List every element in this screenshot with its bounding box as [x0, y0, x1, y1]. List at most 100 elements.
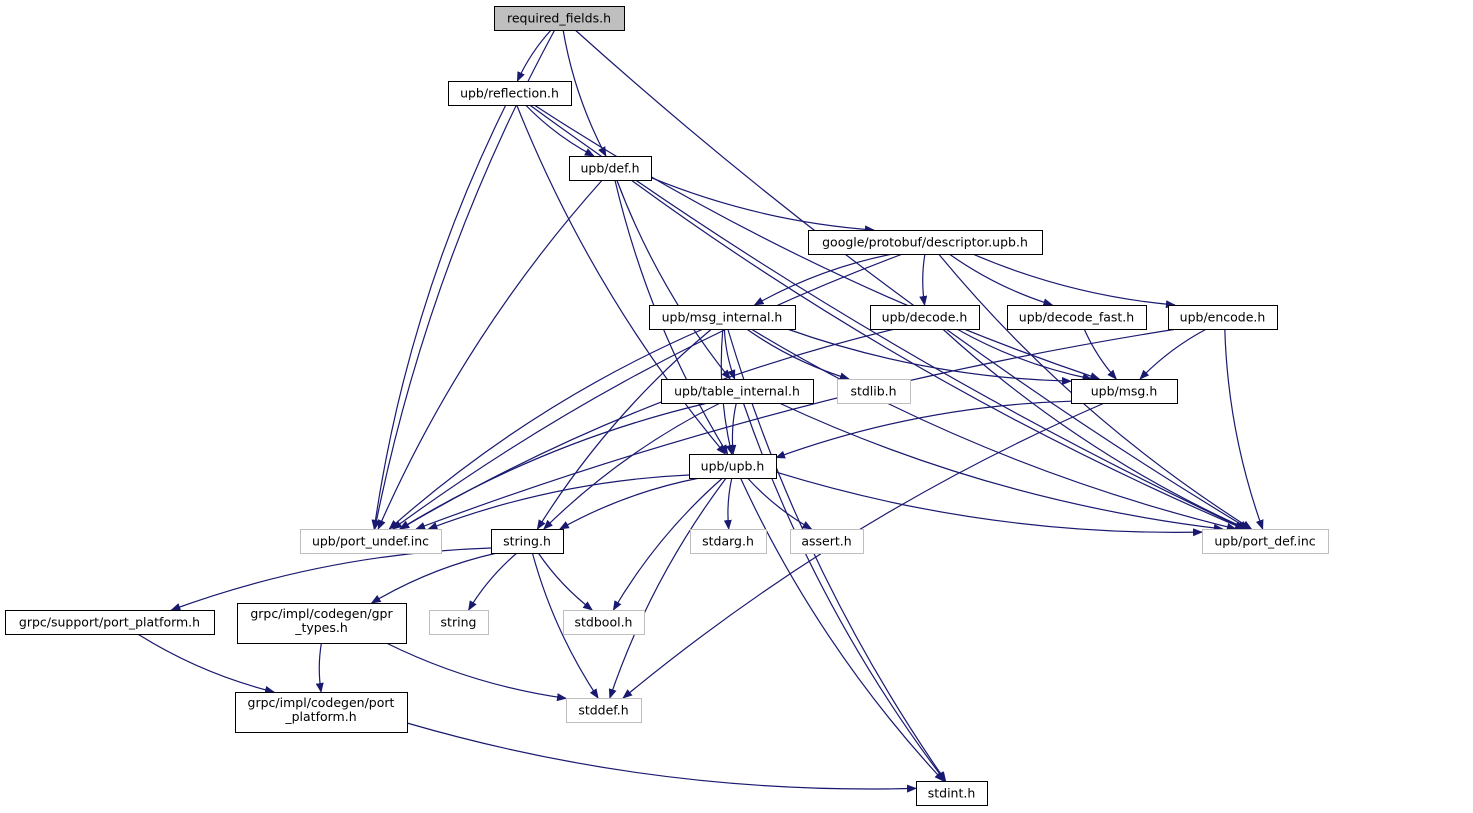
edge-string_h-to-string [468, 552, 518, 611]
edge-required_fields-to-port_def [574, 29, 1250, 530]
edge-decode-to-msg [956, 328, 1093, 382]
edge-def-to-descriptor [650, 177, 875, 234]
edge-table_internal-to-port_undef [398, 402, 708, 530]
edge-encode-to-msg [1139, 328, 1207, 380]
node-label: upb/upb.h [701, 459, 765, 474]
edge-upb-to-string_h [559, 477, 700, 530]
edge-upb-to-assert [747, 477, 813, 530]
edges-layer [137, 29, 1264, 793]
node-label: stdlib.h [850, 384, 896, 399]
node-label: upb/msg_internal.h [662, 310, 783, 325]
node-stdlib: stdlib.h [837, 379, 911, 404]
edge-msg_internal-to-table_internal [723, 328, 736, 380]
node-descriptor[interactable]: google/protobuf/descriptor.upb.h [808, 230, 1043, 255]
node-def[interactable]: upb/def.h [569, 156, 652, 181]
node-label: upb/port_undef.inc [312, 534, 429, 549]
edge-string_h-to-grpc_support_port_platform [170, 547, 492, 611]
edge-msg_internal-to-string_h [536, 328, 712, 530]
edge-def-to-port_undef [377, 179, 603, 530]
node-port-def: upb/port_def.inc [1202, 529, 1329, 554]
node-box [837, 379, 911, 404]
edge-decode-to-port_undef [399, 328, 895, 530]
edge-def-to-port_def [630, 179, 1245, 530]
node-label: grpc/impl/codegen/gpr [250, 606, 393, 621]
edge-required_fields-to-def [562, 29, 607, 157]
edge-codegen_port_platform-to-stdint [406, 722, 917, 793]
node-msg-internal[interactable]: upb/msg_internal.h [649, 305, 796, 330]
edge-table_internal-to-port_def [778, 402, 1224, 532]
node-required-fields[interactable]: required_fields.h [494, 6, 625, 31]
edge-string_h-to-stddef [531, 552, 599, 699]
node-box [566, 698, 642, 723]
node-label: string [441, 615, 477, 630]
edge-table_internal-to-upb [728, 402, 737, 455]
node-upb[interactable]: upb/upb.h [689, 454, 777, 479]
node-label: _platform.h [284, 709, 356, 724]
edge-msg_internal-to-msg [786, 328, 1072, 385]
node-codegen-port-platform[interactable]: grpc/impl/codegen/port_platform.h [235, 692, 408, 733]
node-label: upb/decode.h [882, 310, 968, 325]
node-box [235, 692, 408, 733]
node-box [808, 230, 1043, 255]
edge-reflection-to-port_undef [371, 104, 507, 530]
node-label: upb/port_def.inc [1214, 534, 1315, 549]
edge-upb-to-stddef [608, 477, 727, 699]
node-box [690, 529, 767, 554]
node-box [649, 305, 796, 330]
nodes-layer: required_fields.h upb/reflection.h upb/def… [5, 6, 1329, 806]
edge-reflection-to-def [525, 104, 595, 157]
edge-upb-to-port_undef [427, 474, 690, 530]
node-box [689, 454, 777, 479]
edge-grpc_support_port_platform-to-codegen_port_platform [137, 633, 275, 694]
edge-encode-to-port_undef [415, 328, 1177, 530]
edge-msg_internal-to-port_undef [388, 328, 704, 530]
node-stdint[interactable]: stdint.h [916, 781, 988, 806]
node-label: upb/reflection.h [460, 86, 559, 101]
edge-upb-to-stdbool [612, 477, 723, 611]
node-label: google/protobuf/descriptor.upb.h [822, 235, 1028, 250]
edge-msg_internal-to-port_def [750, 328, 1237, 531]
node-string-h[interactable]: string.h [491, 529, 564, 554]
edge-msg-to-upb [775, 400, 1072, 459]
node-label: stdarg.h [702, 534, 754, 549]
node-box [429, 610, 489, 635]
edge-msg_internal-to-stdlib [746, 328, 850, 381]
node-label: upb/def.h [580, 161, 639, 176]
node-box [916, 781, 988, 806]
node-box [661, 379, 814, 404]
node-grpc-support-port-platform[interactable]: grpc/support/port_platform.h [5, 610, 215, 635]
node-msg[interactable]: upb/msg.h [1071, 379, 1178, 404]
node-box [494, 6, 625, 31]
edge-gpr_types-to-stddef [386, 642, 567, 702]
node-gpr-types[interactable]: grpc/impl/codegen/gpr_types.h [237, 603, 407, 644]
node-label: upb/decode_fast.h [1019, 310, 1134, 325]
node-box [870, 305, 980, 330]
node-box [563, 610, 645, 635]
node-box [790, 529, 864, 554]
edge-gpr_types-to-codegen_port_platform [315, 642, 324, 693]
node-label: assert.h [801, 534, 851, 549]
node-stdarg: stdarg.h [690, 529, 767, 554]
node-stdbool: stdbool.h [563, 610, 645, 635]
node-label: stdint.h [928, 786, 976, 801]
node-box [1071, 379, 1178, 404]
node-reflection[interactable]: upb/reflection.h [448, 81, 572, 106]
edge-reflection-to-msg [533, 104, 1101, 380]
node-decode-fast[interactable]: upb/decode_fast.h [1007, 305, 1147, 330]
node-stddef: stddef.h [566, 698, 642, 723]
node-encode[interactable]: upb/encode.h [1168, 305, 1278, 330]
node-box [448, 81, 572, 106]
node-port-undef: upb/port_undef.inc [300, 529, 442, 554]
edge-def-to-table_internal [616, 179, 731, 380]
node-box [300, 529, 442, 554]
node-label: upb/encode.h [1180, 310, 1266, 325]
edge-string_h-to-gpr_types [370, 552, 498, 604]
node-decode[interactable]: upb/decode.h [870, 305, 980, 330]
node-box [1168, 305, 1278, 330]
node-assert: assert.h [790, 529, 864, 554]
node-label: stddef.h [578, 703, 628, 718]
node-table-internal[interactable]: upb/table_internal.h [661, 379, 814, 404]
edge-decode-to-port_def [942, 328, 1248, 530]
edge-descriptor-to-port_undef [391, 253, 903, 530]
node-box [1202, 529, 1329, 554]
